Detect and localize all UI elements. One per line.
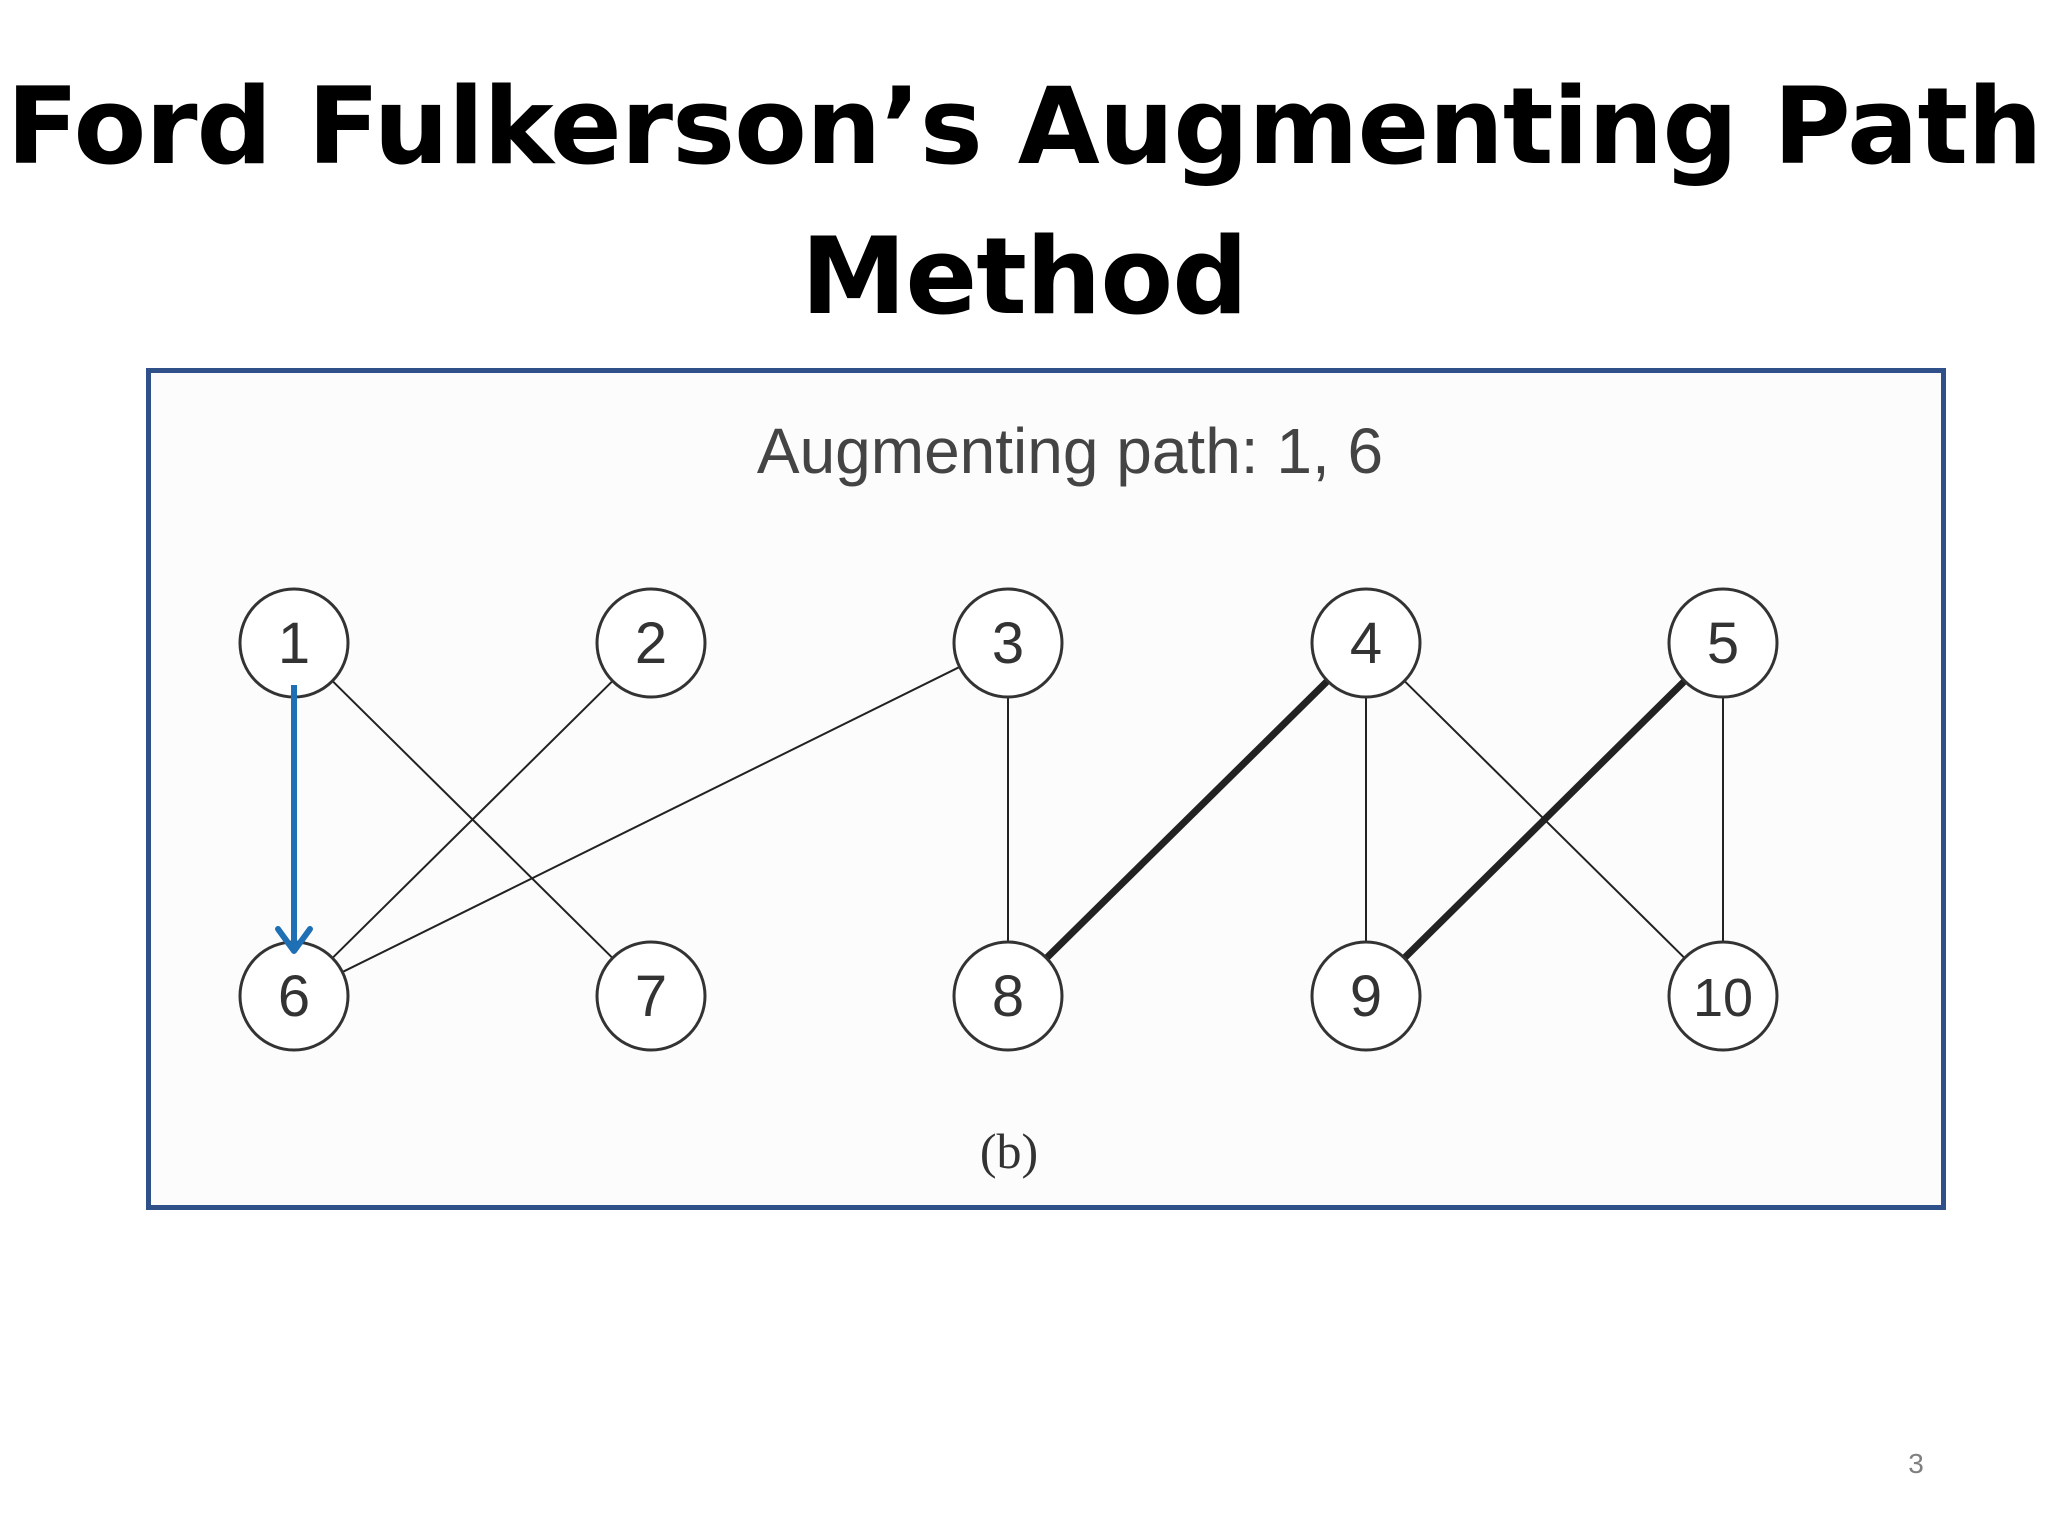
- figure-caption: (b): [980, 1123, 1038, 1179]
- node-label: 3: [992, 611, 1024, 676]
- node-8: 8: [952, 940, 1064, 1052]
- node-label: 10: [1693, 968, 1753, 1028]
- augmenting-arrow-head: [275, 926, 313, 954]
- edge-5-9: [1400, 677, 1689, 962]
- node-7: 7: [595, 940, 707, 1052]
- node-5: 5: [1667, 587, 1779, 699]
- node-circle: [952, 587, 1064, 699]
- node-circle: [952, 940, 1064, 1052]
- node-label: 2: [635, 611, 667, 676]
- augmenting-arrow-layer: [275, 685, 313, 954]
- edge-3-6: [341, 665, 961, 974]
- node-label: 8: [992, 964, 1024, 1029]
- node-circle: [1310, 587, 1422, 699]
- slide-title: Ford Fulkerson’s Augmenting Path Method: [0, 52, 2048, 352]
- augmenting-path-header: Augmenting path: 1, 6: [757, 415, 1383, 487]
- node-label: 4: [1350, 611, 1382, 676]
- node-1: 1: [238, 587, 350, 699]
- slide-title-line-1: Ford Fulkerson’s Augmenting Path: [6, 65, 2042, 188]
- node-10: 10: [1667, 940, 1779, 1052]
- node-label: 5: [1707, 611, 1739, 676]
- node-6: 6: [238, 940, 350, 1052]
- node-9: 9: [1310, 940, 1422, 1052]
- node-2: 2: [595, 587, 707, 699]
- edge-2-6: [331, 679, 614, 960]
- node-label: 6: [278, 964, 310, 1029]
- nodes-layer: 1 2 3 4 5 6 7 8 9 10: [238, 587, 1779, 1052]
- node-4: 4: [1310, 587, 1422, 699]
- node-circle: [1310, 940, 1422, 1052]
- figure-frame: Augmenting path: 1, 6 1 2 3 4 5 6 7 8 9 10 (b): [146, 368, 1946, 1210]
- slide-title-line-2: Method: [800, 215, 1248, 338]
- bipartite-graph-diagram: Augmenting path: 1, 6 1 2 3 4 5 6 7 8 9 10 (b): [238, 415, 1779, 1179]
- node-circle: [595, 587, 707, 699]
- edges-layer: [331, 665, 1724, 974]
- page-number: 3: [1908, 1448, 1924, 1479]
- node-label: 1: [278, 611, 310, 676]
- node-circle: [1667, 940, 1779, 1052]
- node-circle: [595, 940, 707, 1052]
- node-label: 7: [635, 964, 667, 1029]
- node-3: 3: [952, 587, 1064, 699]
- edge-4-8: [1042, 677, 1332, 962]
- node-circle: [1667, 587, 1779, 699]
- node-label: 9: [1350, 964, 1382, 1029]
